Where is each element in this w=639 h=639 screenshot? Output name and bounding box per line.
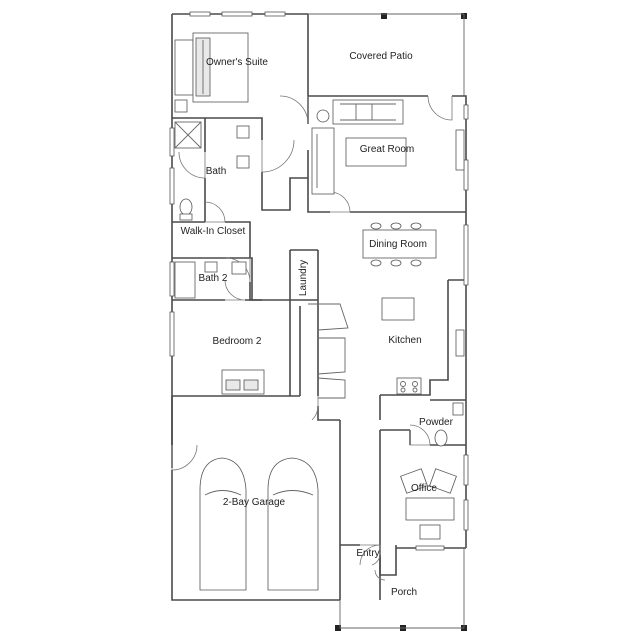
room-label-great-room: Great Room bbox=[360, 144, 414, 155]
garage-cars bbox=[199, 457, 319, 591]
room-label-bath: Bath bbox=[206, 166, 227, 177]
kitchen-fixtures bbox=[381, 297, 465, 395]
room-label-covered-patio: Covered Patio bbox=[349, 51, 413, 62]
room-label-bedroom-2: Bedroom 2 bbox=[213, 336, 262, 347]
bedroom-2-bed bbox=[221, 369, 265, 395]
dining-table bbox=[362, 222, 437, 267]
office-furniture bbox=[400, 468, 457, 540]
room-label-walk-in-closet: Walk-In Closet bbox=[181, 226, 246, 237]
owners-bed bbox=[174, 32, 249, 113]
great-room-furniture bbox=[311, 99, 465, 195]
room-label-dining-room: Dining Room bbox=[369, 239, 427, 250]
windows bbox=[169, 11, 469, 551]
bath-fixtures bbox=[174, 121, 250, 221]
bath-2-fixtures bbox=[174, 261, 247, 299]
room-label-porch: Porch bbox=[391, 587, 417, 598]
room-label-garage: 2-Bay Garage bbox=[223, 497, 286, 508]
room-labels: Owner's Suite Covered Patio Great Room B… bbox=[181, 51, 454, 598]
powder-fixtures bbox=[434, 402, 464, 447]
room-label-office: Office bbox=[411, 483, 437, 494]
room-label-laundry: Laundry bbox=[298, 260, 309, 296]
room-label-powder: Powder bbox=[419, 417, 454, 428]
room-label-kitchen: Kitchen bbox=[388, 335, 421, 346]
doors bbox=[171, 95, 453, 581]
room-label-bath-2: Bath 2 bbox=[199, 273, 228, 284]
room-label-owners-suite: Owner's Suite bbox=[206, 57, 268, 68]
room-label-entry: Entry bbox=[356, 548, 379, 559]
